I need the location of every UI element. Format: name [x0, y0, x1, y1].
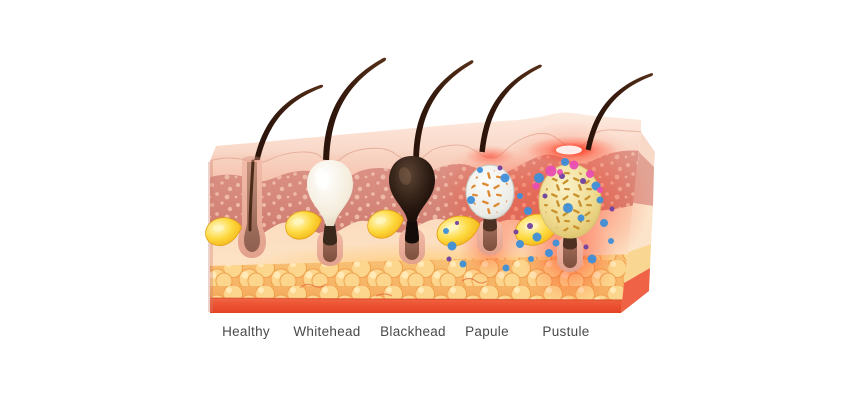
bacteria-blue — [443, 158, 614, 272]
stage-blackhead — [364, 56, 474, 264]
pustule-bacteria-rods — [544, 170, 596, 232]
pore-healthy — [243, 156, 261, 162]
papule-bacteria-rods — [471, 170, 509, 214]
stage-healthy — [203, 73, 324, 258]
blackhead-highlight — [398, 167, 412, 185]
pustule-surface-shine — [556, 145, 582, 155]
stage-whitehead — [282, 53, 387, 266]
stage-label-whitehead: Whitehead — [293, 324, 360, 339]
hair-root-healthy — [248, 159, 255, 232]
stage-labels: Healthy Whitehead Blackhead Papule Pustu… — [222, 324, 589, 339]
stage-label-papule: Papule — [465, 324, 509, 339]
stage-label-healthy: Healthy — [222, 324, 270, 339]
stage-label-blackhead: Blackhead — [380, 324, 446, 339]
plug-whitehead — [323, 223, 337, 246]
capillaries — [299, 277, 488, 297]
muscle-layer — [210, 298, 641, 313]
plug-blackhead — [405, 221, 419, 244]
bacteria-purple — [446, 165, 615, 262]
whitehead-highlight — [314, 168, 330, 190]
skin-top-surface — [210, 112, 641, 164]
stage-label-pustule: Pustule — [542, 324, 589, 339]
bacteria-pink — [532, 160, 603, 193]
